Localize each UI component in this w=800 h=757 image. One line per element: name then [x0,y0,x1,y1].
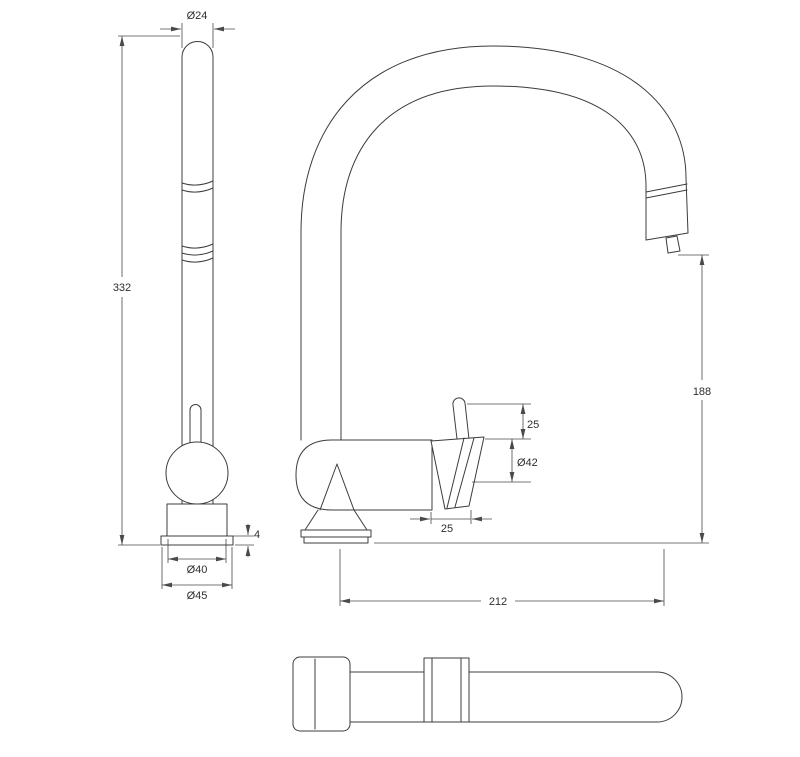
dim-spout-diameter: Ø24 [160,10,235,48]
handle-lever-side [189,404,202,444]
dim-lever-height: 25 [467,403,539,440]
dim-outlet-height-label: 188 [693,386,711,398]
dim-base-diameter-label: Ø40 [187,564,208,576]
dim-flange-thickness-label: 4 [254,529,260,541]
dim-spout-reach: 212 [339,549,665,608]
base-flange-front-lower [303,536,369,544]
body-plan-outline [292,656,351,732]
spray-head-seam-line [181,257,214,263]
spray-head-seam-line [645,189,688,199]
handle-lever-front [452,397,470,440]
base-flange-side [160,535,234,546]
dim-flange-thickness: 4 [229,524,260,557]
handle-hub-circle [165,441,229,505]
spray-head-seam-line [645,183,688,193]
handle-body-contour [454,437,475,508]
body-cone-edge [319,463,355,511]
dim-spout-diameter-label: Ø24 [187,10,208,22]
spray-head-bottom-edge [645,232,689,241]
spray-head-seam-line [181,250,214,256]
mixer-body [295,439,433,511]
dim-handle-length-label: 25 [441,523,453,535]
dim-base-diameter: Ø40 [167,539,227,576]
neck-edge [304,509,319,531]
base-flange-front [300,529,372,538]
front-view-faucet-outline [295,45,689,544]
dim-total-height: 332 [113,35,180,546]
spray-head-seam-line [181,187,214,193]
dim-lever-height-label: 25 [527,419,539,431]
neck-edge [353,509,368,531]
front-view: 25 Ø42 25 188 212 [295,45,711,608]
handle-body-contour [446,437,465,509]
dim-handle-length: 25 [410,510,492,535]
spray-nozzle-tip [665,235,681,254]
spray-head-seam-line [181,243,214,249]
side-view: Ø24 332 4 Ø40 Ø45 [113,10,260,602]
dim-flange-diameter-label: Ø45 [187,590,208,602]
base-cylinder-side [166,503,228,537]
handle-plan-outline [423,657,470,723]
side-view-faucet-outline [160,41,234,546]
handle-body-front [430,436,485,510]
dim-handle-diameter: Ø42 [472,439,538,483]
dim-flange-diameter: Ø45 [161,547,233,602]
dim-outlet-height: 188 [374,254,711,544]
dim-handle-diameter-label: Ø42 [517,457,538,469]
spray-head-seam-line [181,180,214,186]
gooseneck-outer-edge [300,45,689,441]
dim-spout-reach-label: 212 [489,596,507,608]
spout-column [181,41,214,505]
spout-plan-outline [299,671,683,723]
gooseneck-inner-edge [340,85,647,441]
top-view [292,656,683,732]
dim-total-height-label: 332 [113,282,131,294]
